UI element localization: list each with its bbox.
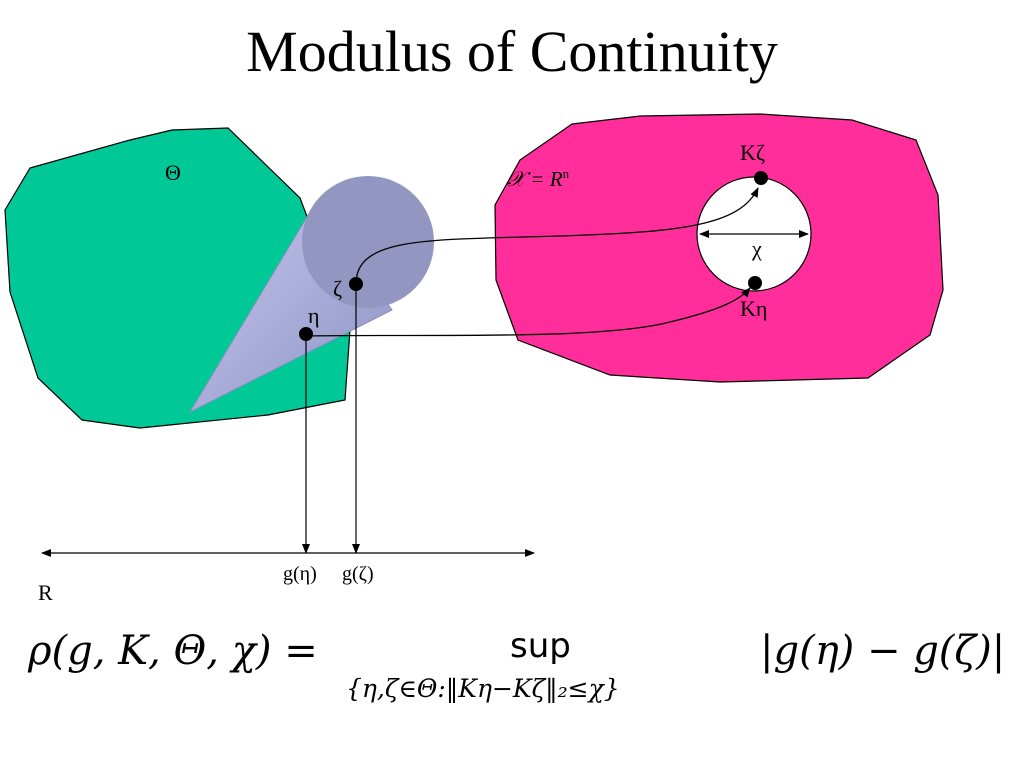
zeta-label: ζ [333,276,342,301]
g-eta-label: g(η) [283,563,317,585]
formula-lhs: ρ(g, K, Θ, χ) = [28,628,318,674]
slide-title: Modulus of Continuity [246,19,778,84]
theta-label: Θ [165,160,181,185]
space-label: 𝒳 = Rn [507,166,570,191]
eta-label: η [308,303,320,328]
point-k-zeta [754,171,768,185]
chi-label: χ [751,236,762,261]
point-eta [299,327,313,341]
space-label-base: 𝒳 = R [507,167,563,191]
modulus-formula: ρ(g, K, Θ, χ) = sup {η,ζ∈Θ:‖Kη−Kζ‖₂≤χ} |… [28,618,1018,728]
formula-constraint: {η,ζ∈Θ:‖Kη−Kζ‖₂≤χ} [346,674,620,703]
formula-sup: sup [510,626,571,666]
k-eta-label: Kη [740,296,767,321]
formula-rhs: |g(η) − g(ζ)| [760,628,1006,674]
cone-base [302,176,434,308]
point-k-eta [748,276,762,290]
map-arrow-eta [305,287,751,337]
g-zeta-label: g(ζ) [342,563,374,585]
map-arrow-zeta [355,187,759,285]
space-label-sup: n [563,166,570,181]
real-line-label: R [38,580,53,605]
k-zeta-label: Kζ [740,140,765,165]
point-zeta [349,277,363,291]
